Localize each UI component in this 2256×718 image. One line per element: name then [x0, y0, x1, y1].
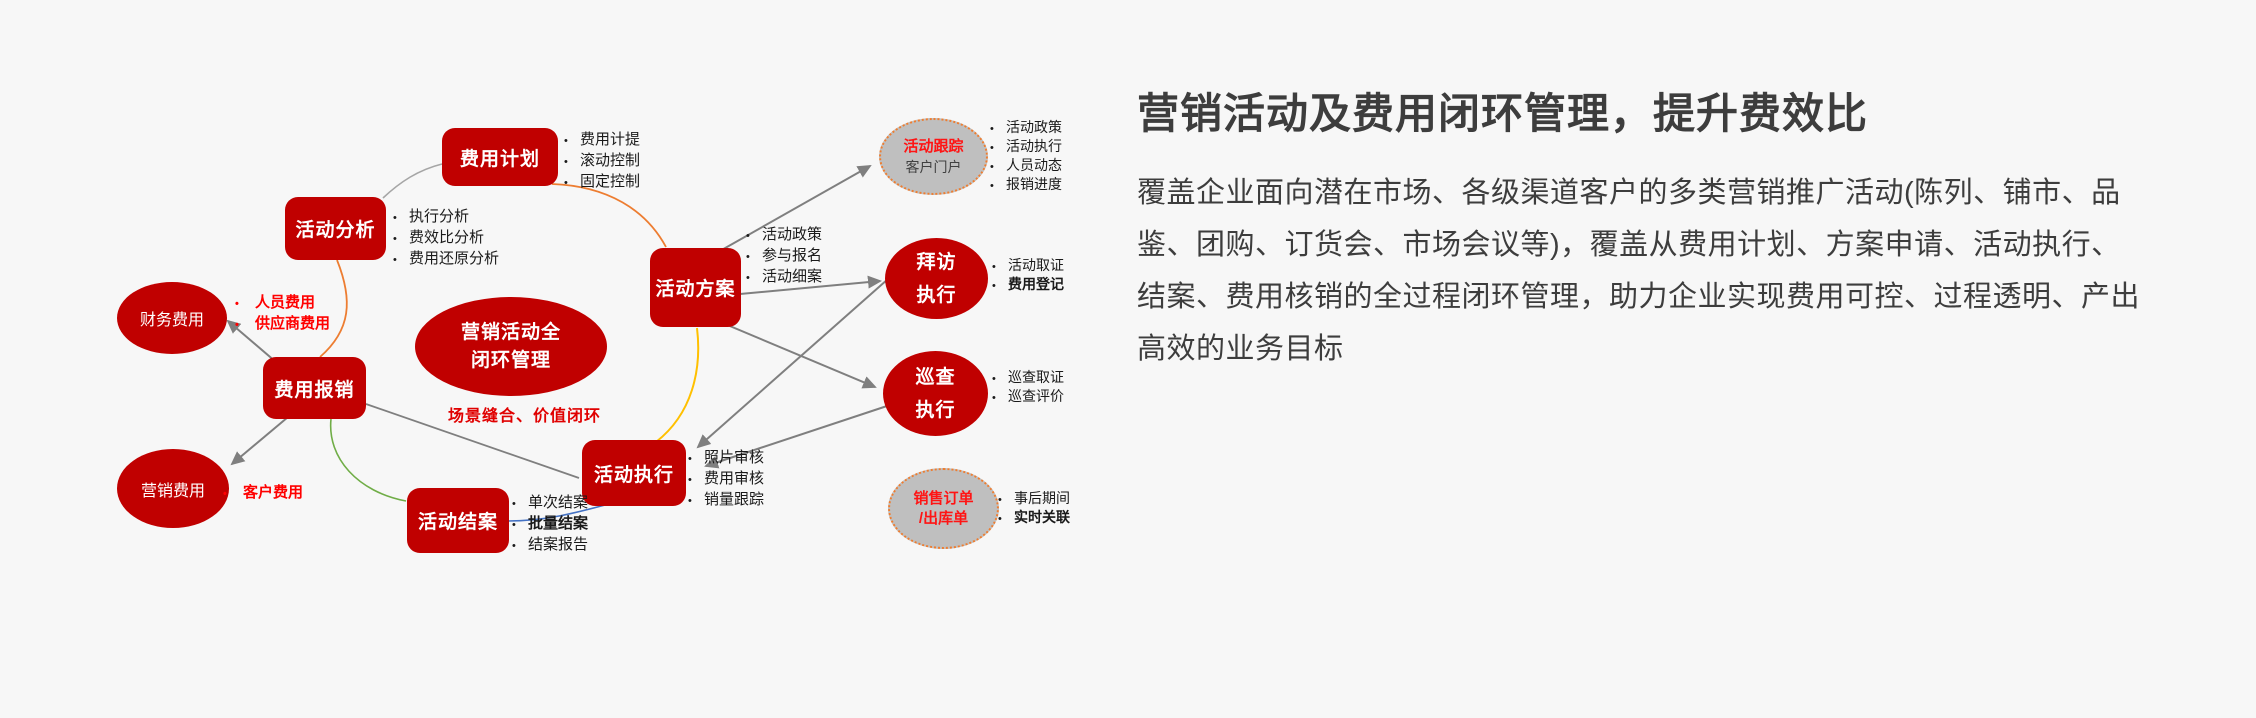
list-item: •活动执行: [990, 138, 1062, 157]
bullet-dot: •: [998, 513, 1002, 525]
bullet-dot: •: [564, 156, 568, 168]
visit-line2: 执行: [916, 284, 957, 306]
node-activity-tracking: 活动跟踪 客户门户: [879, 118, 988, 195]
text-panel: 营销活动及费用闭环管理，提升费效比 覆盖企业面向潜在市场、各级渠道客户的多类营销…: [1137, 80, 2142, 375]
list-item: •客户费用: [223, 483, 303, 504]
core-line1: 营销活动全: [460, 321, 561, 343]
bullet-dot: •: [990, 142, 994, 154]
bullet-dot: •: [746, 272, 750, 284]
list-item: •单次结案: [512, 493, 588, 514]
list-item: •固定控制: [564, 172, 640, 193]
list-item: •巡查取证: [992, 369, 1064, 388]
list-item: •报销进度: [990, 176, 1062, 195]
bullet-list-plan: •费用计提 •滚动控制 •固定控制: [564, 130, 640, 193]
bullet-dot: •: [393, 212, 397, 224]
node-expense-reimbursement: 费用报销: [263, 357, 366, 419]
list-item: •活动政策: [746, 225, 822, 246]
bullet-list-marketing-fee: •客户费用: [223, 483, 303, 504]
list-item: •参与报名: [746, 246, 822, 267]
order-line1: 销售订单: [913, 489, 974, 507]
bullet-list-tracking: •活动政策 •活动执行 •人员动态 •报销进度: [990, 119, 1062, 195]
bullet-dot: •: [998, 494, 1002, 506]
bullet-list-visit: •活动取证 •费用登记: [992, 257, 1064, 295]
inspection-line1: 巡查: [915, 366, 956, 388]
core-line2: 闭环管理: [470, 349, 551, 371]
bullet-dot: •: [992, 261, 996, 273]
bullet-list-execution: •照片审核 •费用审核 •销量跟踪: [688, 448, 764, 511]
bullet-list-finance: •人员费用 •供应商费用: [235, 293, 330, 335]
bullet-dot: •: [393, 233, 397, 245]
bullet-dot: •: [746, 251, 750, 263]
list-item: •费用登记: [992, 276, 1064, 295]
bullet-list-analysis: •执行分析 •费效比分析 •费用还原分析: [393, 207, 499, 270]
list-item: •活动取证: [992, 257, 1064, 276]
order-line2: /出库单: [918, 509, 969, 527]
tracking-line2: 客户门户: [905, 158, 962, 175]
list-item: •结案报告: [512, 535, 588, 556]
bullet-dot: •: [564, 135, 568, 147]
node-marketing-expense: 营销费用: [117, 449, 229, 528]
bullet-list-closing: •单次结案 •批量结案 •结案报告: [512, 493, 588, 556]
page-title: 营销活动及费用闭环管理，提升费效比: [1137, 90, 1869, 137]
list-item: •人员费用: [235, 293, 330, 314]
page-description: 覆盖企业面向潜在市场、各级渠道客户的多类营销推广活动(陈列、铺市、品鉴、团购、订…: [1137, 177, 2141, 365]
bullet-dot: •: [990, 123, 994, 135]
list-item: •供应商费用: [235, 314, 330, 335]
list-item: •批量结案: [512, 514, 588, 535]
bullet-dot: •: [512, 540, 516, 552]
bullet-dot: •: [688, 495, 692, 507]
list-item: •活动政策: [990, 119, 1062, 138]
node-finance-expense: 财务费用: [117, 282, 227, 354]
bullet-dot: •: [512, 519, 516, 531]
list-item: •巡查评价: [992, 388, 1064, 407]
bullet-list-order: •事后期间 •实时关联: [998, 490, 1070, 528]
list-item: •费用还原分析: [393, 249, 499, 270]
node-activity-execution: 活动执行: [582, 440, 686, 506]
list-item: •滚动控制: [564, 151, 640, 172]
node-activity-proposal: 活动方案: [650, 248, 741, 327]
core-tagline: 场景缝合、价值闭环: [448, 408, 602, 425]
bullet-dot: •: [992, 280, 996, 292]
tracking-line1: 活动跟踪: [903, 137, 964, 155]
list-item: •费用审核: [688, 469, 764, 490]
list-item: •销量跟踪: [688, 490, 764, 511]
bullet-list-inspection: •巡查取证 •巡查评价: [992, 369, 1064, 407]
node-core-closed-loop: 营销活动全 闭环管理: [415, 297, 607, 396]
bullet-dot: •: [393, 254, 397, 266]
bullet-dot: •: [564, 177, 568, 189]
bullet-list-proposal: •活动政策 •参与报名 •活动细案: [746, 225, 822, 288]
visit-line1: 拜访: [916, 251, 957, 273]
node-visit-execution: 拜访 执行: [885, 238, 988, 319]
bullet-dot: •: [990, 180, 994, 192]
list-item: •事后期间: [998, 490, 1070, 509]
node-inspection-execution: 巡查 执行: [883, 351, 988, 436]
bullet-dot: •: [235, 298, 239, 310]
bullet-dot: •: [688, 474, 692, 486]
list-item: •照片审核: [688, 448, 764, 469]
bullet-dot: •: [512, 498, 516, 510]
bullet-dot: •: [992, 373, 996, 385]
node-activity-analysis: 活动分析: [285, 197, 386, 260]
bullet-dot: •: [990, 161, 994, 173]
bullet-dot: •: [223, 488, 227, 500]
node-activity-closing: 活动结案: [407, 488, 509, 553]
inspection-line2: 执行: [915, 399, 956, 421]
node-sales-order: 销售订单 /出库单: [888, 468, 999, 549]
list-item: •实时关联: [998, 509, 1070, 528]
list-item: •费效比分析: [393, 228, 499, 249]
list-item: •活动细案: [746, 267, 822, 288]
list-item: •人员动态: [990, 157, 1062, 176]
bullet-dot: •: [688, 453, 692, 465]
node-expense-plan: 费用计划: [442, 128, 558, 186]
list-item: •费用计提: [564, 130, 640, 151]
bullet-dot: •: [235, 319, 239, 331]
bullet-dot: •: [746, 230, 750, 242]
list-item: •执行分析: [393, 207, 499, 228]
bullet-dot: •: [992, 392, 996, 404]
